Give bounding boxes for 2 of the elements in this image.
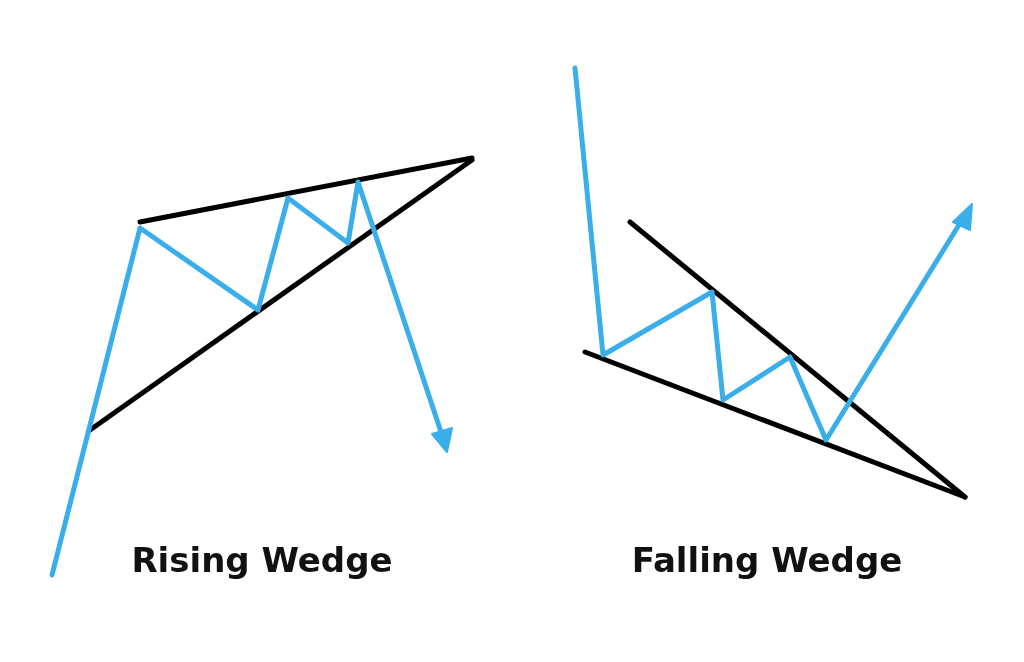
pattern-title: Falling Wedge — [631, 540, 903, 580]
pattern-title: Rising Wedge — [131, 540, 393, 580]
